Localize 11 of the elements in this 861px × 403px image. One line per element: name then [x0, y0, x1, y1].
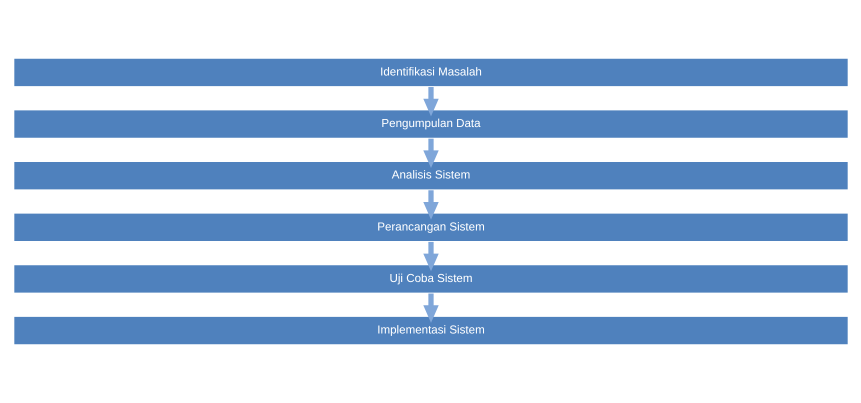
arrow: [422, 190, 438, 220]
arrow: [422, 87, 438, 116]
node-box: Uji Coba Sistem: [12, 264, 848, 294]
arrow: [422, 138, 438, 168]
node-box: Analisis Sistem: [12, 160, 848, 190]
node-box: Implementasi Sistem: [12, 316, 848, 346]
arrow: [422, 294, 438, 323]
arrow: [422, 242, 438, 272]
node-box: Pengumpulan Data: [12, 109, 848, 139]
node-box: Identifikasi Masalah: [12, 58, 848, 88]
node-box: Perancangan Sistem: [12, 212, 848, 242]
